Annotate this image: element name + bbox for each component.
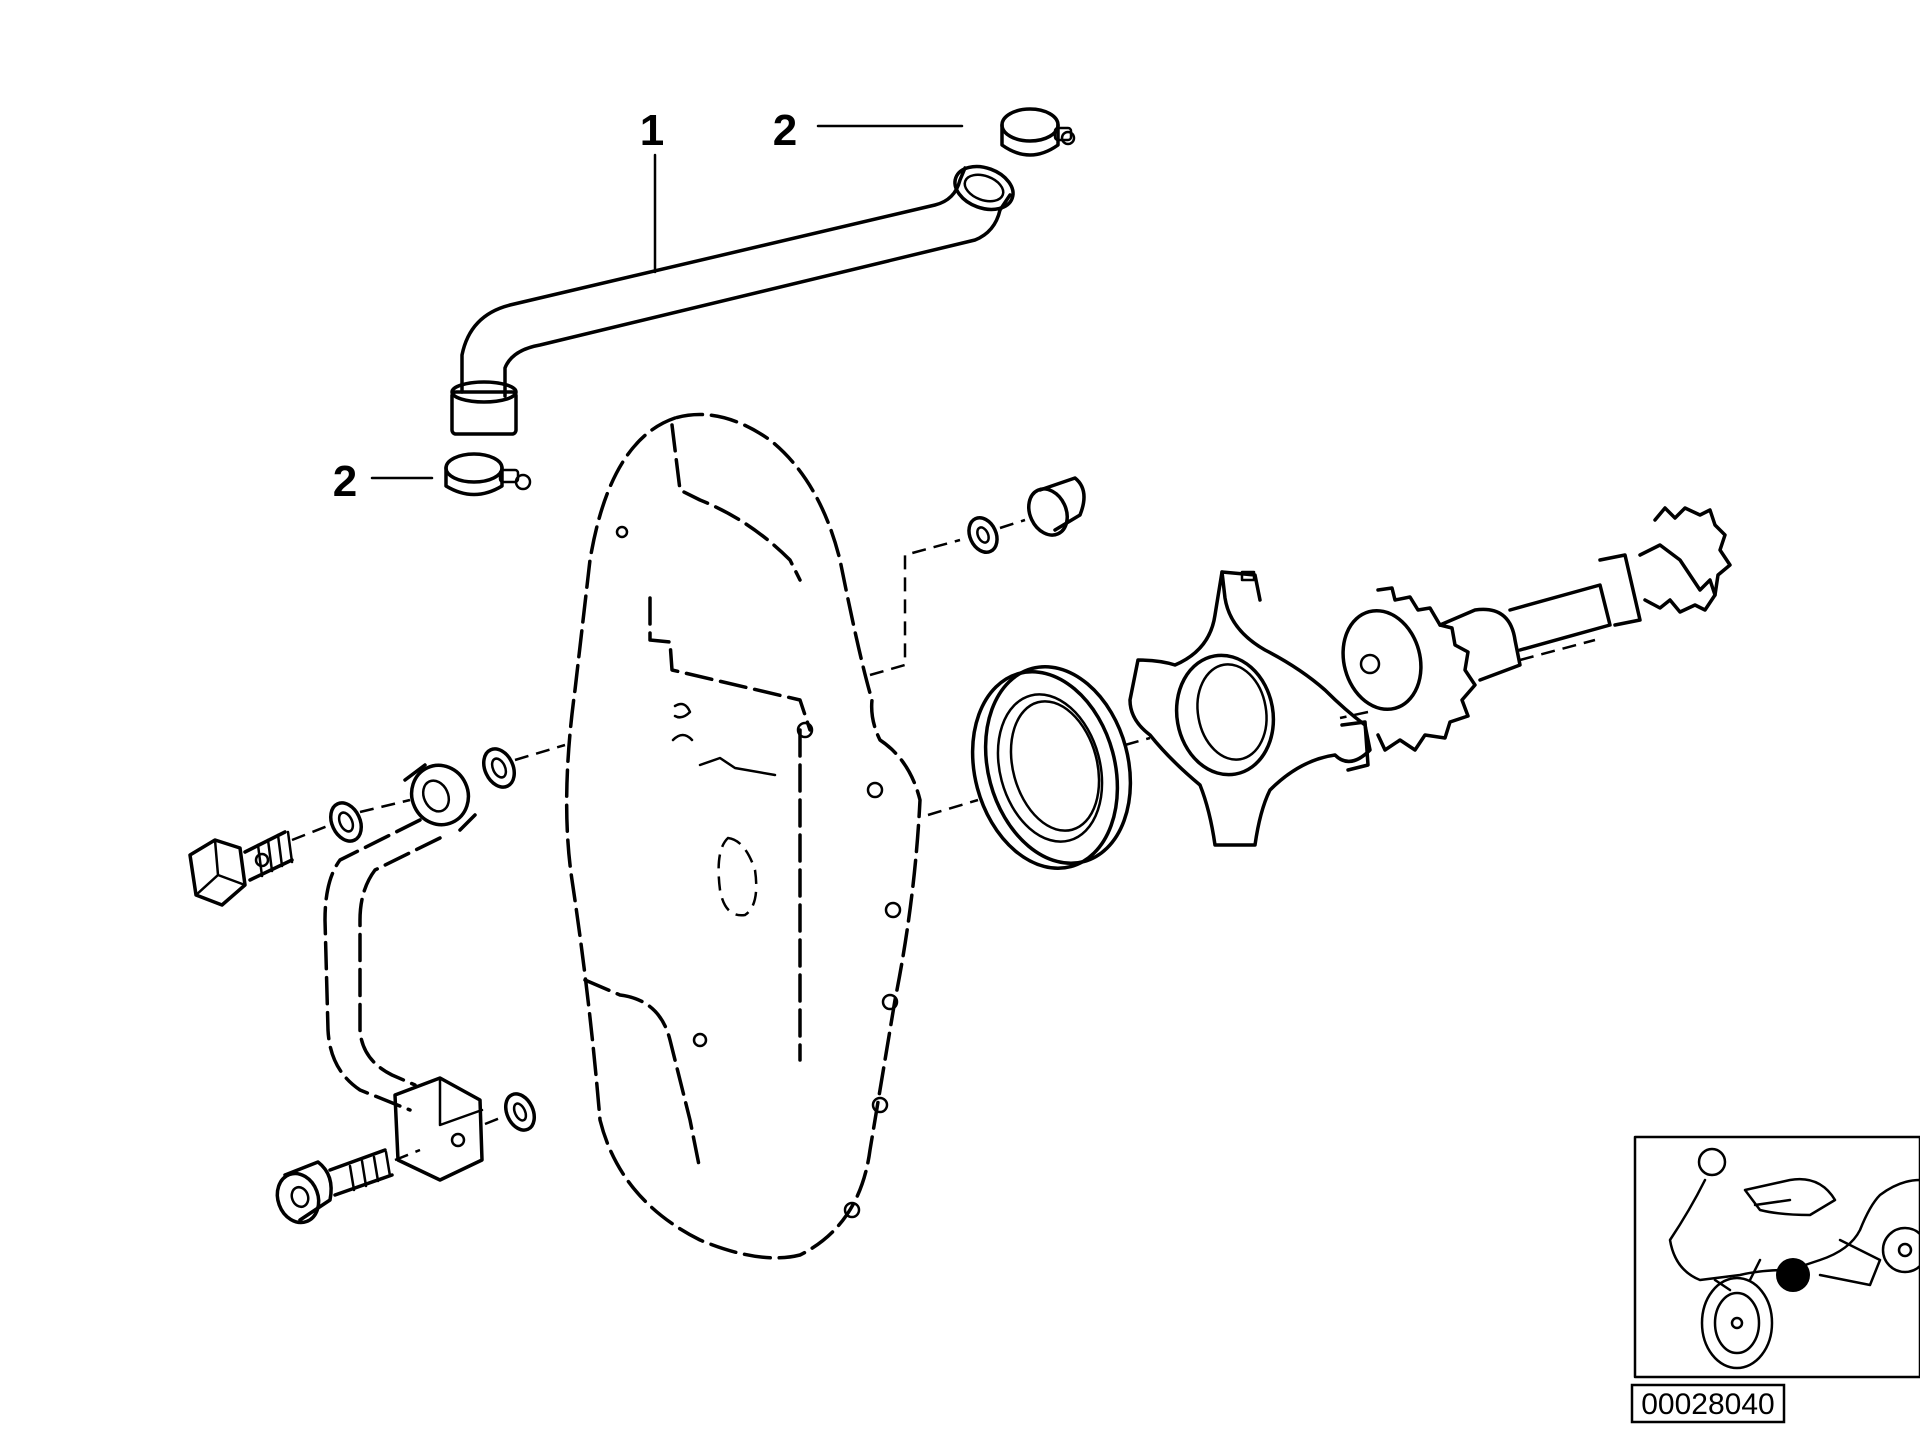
callout-label-1: 1 — [640, 106, 664, 155]
hose-clamp-left[interactable] — [444, 452, 532, 497]
assembly-line — [869, 538, 961, 677]
socket-head-bolt[interactable] — [271, 1148, 394, 1228]
banjo-fitting-top[interactable] — [402, 756, 478, 834]
reference-number: 00028040 — [1641, 1388, 1774, 1421]
banjo-bolt[interactable] — [188, 830, 294, 907]
locator-inset — [1633, 1135, 1920, 1379]
sealing-washer[interactable] — [500, 1089, 540, 1134]
gear-shaft[interactable] — [1332, 506, 1732, 752]
banjo-block[interactable] — [393, 1076, 484, 1182]
assembly-line — [514, 743, 566, 762]
callout-label-2-left: 2 — [333, 457, 357, 506]
assembly-line — [999, 518, 1026, 530]
breather-hose[interactable] — [450, 159, 1019, 436]
assembly-line — [291, 823, 331, 842]
assembly-line — [1124, 736, 1151, 747]
assembly-line — [484, 1116, 501, 1126]
reference-number-box: 00028040 — [1630, 1383, 1786, 1424]
sealing-washer[interactable] — [325, 798, 367, 846]
assembly-line — [927, 798, 979, 817]
cross-hub[interactable] — [1128, 570, 1372, 847]
hose-clamp-top[interactable] — [1000, 107, 1076, 157]
sealing-washer[interactable] — [478, 744, 520, 792]
sealing-washer[interactable] — [964, 513, 1003, 557]
locator-marker — [1776, 1258, 1810, 1292]
shaft-seal[interactable] — [952, 650, 1152, 884]
assembly-line — [359, 798, 411, 814]
callout-label-2-top: 2 — [773, 106, 797, 155]
motorcycle-locator-icon — [1668, 1147, 1920, 1370]
assembly-line — [1339, 710, 1369, 720]
timing-cover-housing — [564, 412, 922, 1260]
assembly-line — [394, 1148, 421, 1162]
oil-line — [323, 818, 442, 1112]
dowel-sleeve[interactable] — [1022, 476, 1086, 541]
